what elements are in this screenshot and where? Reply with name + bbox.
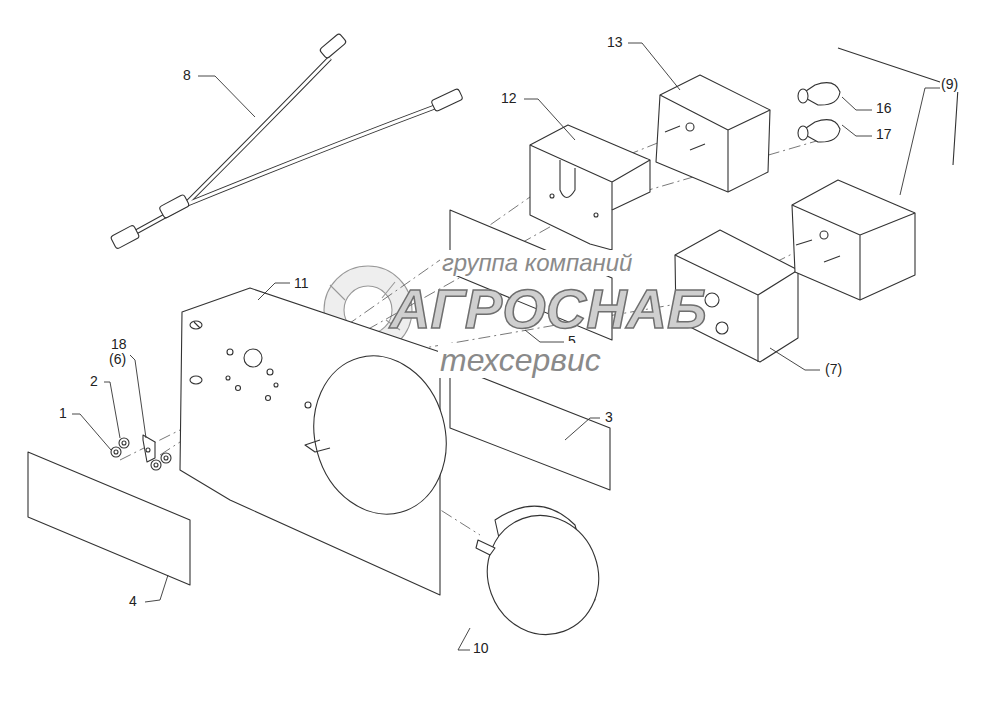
callout-number: (9) — [940, 77, 959, 92]
lamp-bracket — [530, 125, 650, 250]
callout-number: 3 — [604, 410, 614, 425]
callout-number: 2 — [89, 374, 99, 389]
callout-number: (7) — [824, 362, 843, 377]
rear-lamp — [656, 75, 770, 192]
watermark-text: техсервис — [438, 343, 603, 378]
callout-number: (6) — [108, 352, 127, 367]
callout-number: 16 — [875, 101, 893, 116]
callout-number: 13 — [606, 35, 624, 50]
sticker — [450, 365, 610, 490]
callout-number: 18 — [110, 337, 128, 352]
callout-number: 4 — [128, 594, 138, 609]
callout-number: 12 — [500, 91, 518, 106]
callout-number: 8 — [182, 68, 192, 83]
callout-number: 17 — [875, 127, 893, 142]
fasteners — [111, 435, 171, 470]
callout-number: 1 — [58, 406, 68, 421]
cable-harness — [110, 33, 463, 249]
watermark-text: АГРОСНАБ — [388, 278, 709, 340]
callout-number: 10 — [472, 641, 490, 656]
callout-number: 11 — [293, 276, 310, 291]
marker-lamp — [792, 180, 915, 300]
round-lamp — [471, 500, 615, 650]
bulbs — [798, 83, 840, 142]
watermark-text: группа компаний — [440, 250, 634, 276]
sticker — [28, 452, 190, 585]
